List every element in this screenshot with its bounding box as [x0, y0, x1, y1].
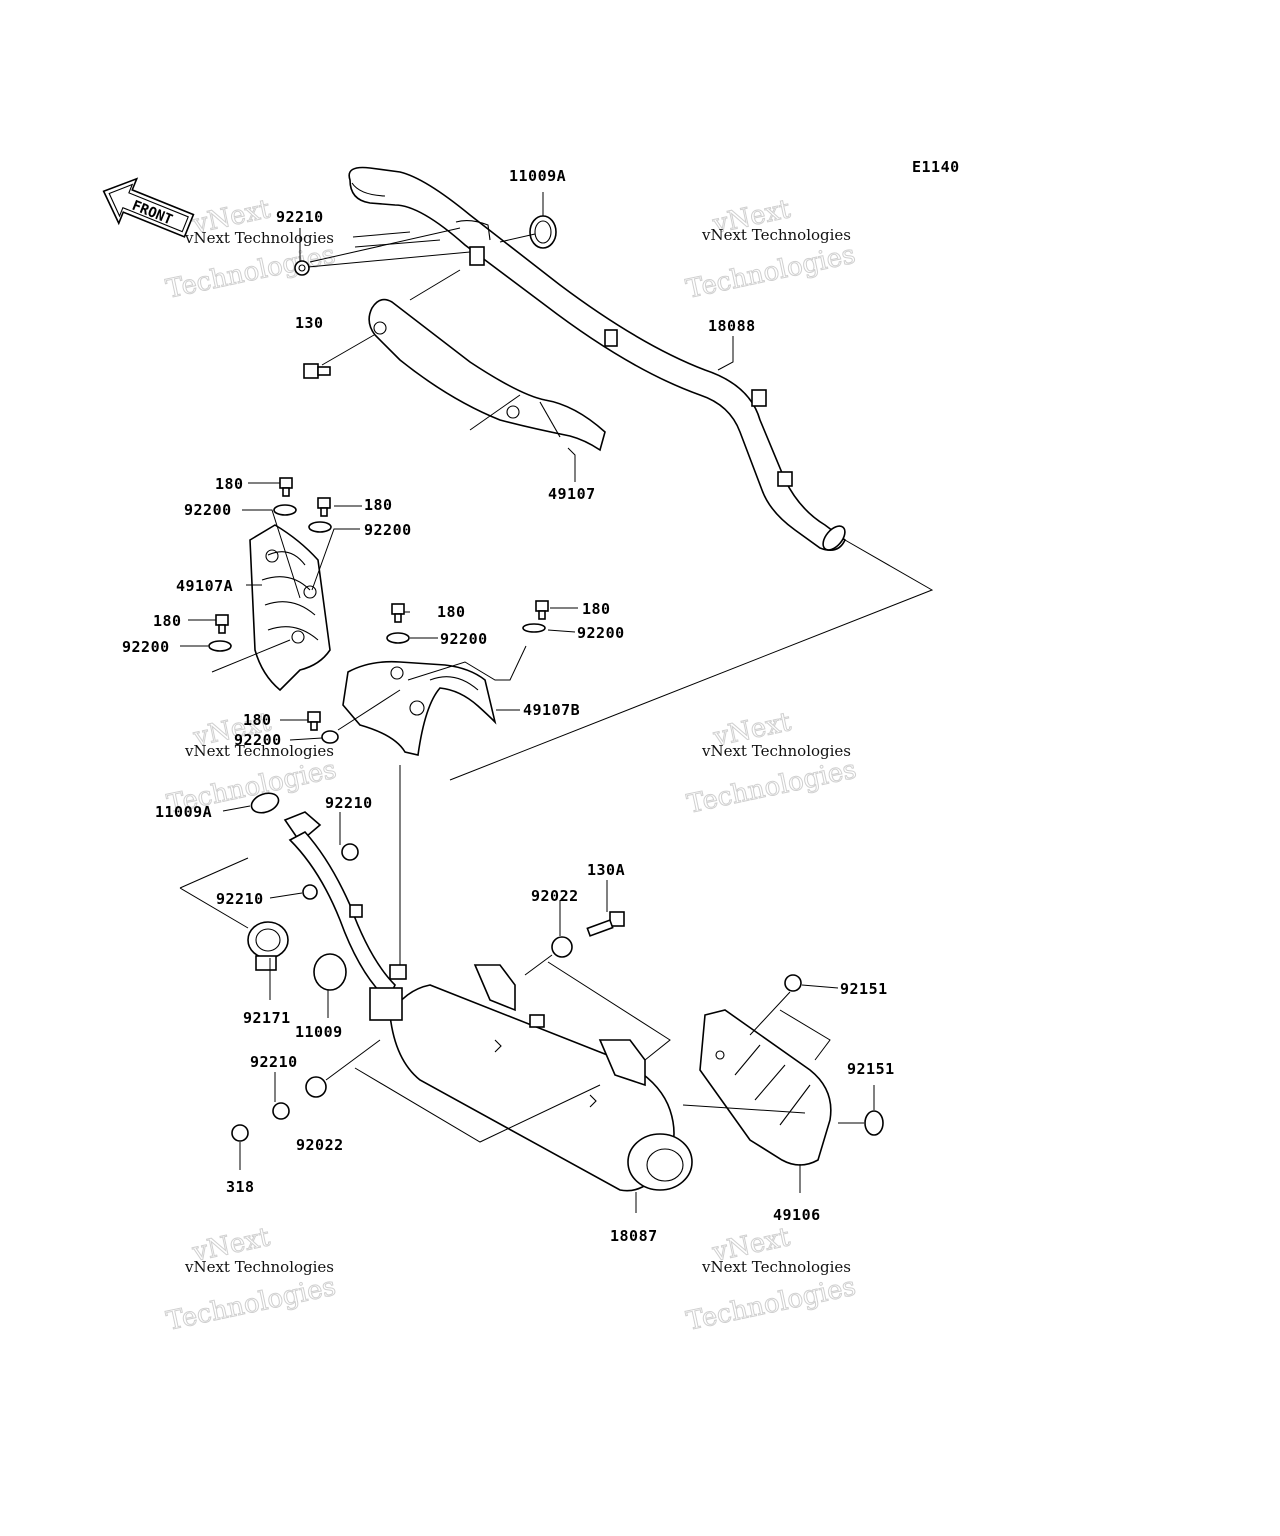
label-18088: 18088 [708, 317, 756, 335]
label-92210-low: 92210 [250, 1053, 298, 1071]
screw-92151-top [784, 974, 802, 992]
leader-lines [179, 192, 934, 1213]
washer-92200-b [308, 521, 332, 533]
header-pipe-18088 [348, 166, 846, 551]
label-180-f: 180 [243, 711, 272, 729]
label-130: 130 [295, 314, 324, 332]
nut-318 [231, 1124, 249, 1142]
label-92200-d: 92200 [440, 630, 488, 648]
svg-text:Technologies: Technologies [684, 755, 859, 820]
front-pipe [283, 811, 407, 1002]
label-92151-right: 92151 [847, 1060, 895, 1078]
label-180-b: 180 [364, 496, 393, 514]
label-318: 318 [226, 1178, 255, 1196]
washer-92200-c [208, 640, 232, 652]
label-92210-mid: 92210 [325, 794, 373, 812]
muffler-18087 [369, 964, 693, 1192]
label-49107: 49107 [548, 485, 596, 503]
nut-92210-top [294, 260, 310, 276]
washer-92022-top [551, 936, 573, 958]
label-92171: 92171 [243, 1009, 291, 1027]
gasket-11009A-mid [250, 792, 280, 814]
label-49106: 49106 [773, 1206, 821, 1224]
label-130A: 130A [587, 861, 625, 879]
clamp-92171 [247, 921, 289, 971]
nut-92210-mid [341, 843, 359, 861]
watermark-tl-line: vNext Technologies [184, 229, 334, 247]
bolt-180-d [391, 603, 405, 623]
label-92210-left: 92210 [216, 890, 264, 908]
label-11009: 11009 [295, 1023, 343, 1041]
label-180-c: 180 [153, 612, 182, 630]
label-49107B: 49107B [523, 701, 580, 719]
nut-92210-left [302, 884, 318, 900]
label-92210-top: 92210 [276, 208, 324, 226]
watermark-tr-line: vNext Technologies [701, 226, 851, 244]
gasket-11009 [313, 953, 347, 991]
nut-92210-low [272, 1102, 290, 1120]
bolt-130A [586, 911, 625, 937]
svg-text:Technologies: Technologies [684, 1272, 859, 1337]
washer-92200-e [522, 623, 546, 633]
label-180-e: 180 [582, 600, 611, 618]
heat-shield-49107 [368, 298, 606, 452]
washer-92022-low [305, 1076, 327, 1098]
label-180-d: 180 [437, 603, 466, 621]
label-18087: 18087 [610, 1227, 658, 1245]
label-92200-f: 92200 [234, 731, 282, 749]
heat-shield-49107B [342, 660, 497, 756]
label-92200-a: 92200 [184, 501, 232, 519]
watermark-ml-line: vNext Technologies [184, 742, 334, 760]
svg-text:Technologies: Technologies [164, 1272, 339, 1337]
label-180-a: 180 [215, 475, 244, 493]
bolt-180-a [279, 477, 293, 497]
svg-text:Technologies: Technologies [683, 240, 858, 305]
heat-shield-49107A [249, 524, 331, 692]
label-11009A-top: 11009A [509, 167, 566, 185]
bolt-180-f [307, 711, 321, 731]
part-labels: 11009A 92210 130 18088 49107 180 92200 1… [122, 167, 895, 1245]
label-92022-top: 92022 [531, 887, 579, 905]
washer-92200-f [321, 730, 339, 744]
label-49107A: 49107A [176, 577, 233, 595]
svg-text:Technologies: Technologies [163, 240, 338, 305]
washer-92200-a [273, 504, 297, 516]
screw-92151-right [864, 1110, 884, 1136]
front-arrow-icon: FRONT [102, 177, 195, 238]
bolt-180-e [535, 600, 549, 620]
label-92200-c: 92200 [122, 638, 170, 656]
bolt-130 [303, 363, 331, 379]
label-92022-low: 92022 [296, 1136, 344, 1154]
label-11009A-mid: 11009A [155, 803, 212, 821]
bolt-180-c [215, 614, 229, 634]
watermark-br-line: vNext Technologies [701, 1258, 851, 1276]
washer-92200-d [386, 632, 410, 644]
watermark-bl-line: vNext Technologies [184, 1258, 334, 1276]
watermark-mr-line: vNext Technologies [701, 742, 851, 760]
bolt-180-b [317, 497, 331, 517]
label-92151-top: 92151 [840, 980, 888, 998]
diagram-code: E1140 [912, 158, 960, 176]
label-92200-b: 92200 [364, 521, 412, 539]
heat-shield-49106 [699, 1009, 832, 1166]
label-92200-e: 92200 [577, 624, 625, 642]
